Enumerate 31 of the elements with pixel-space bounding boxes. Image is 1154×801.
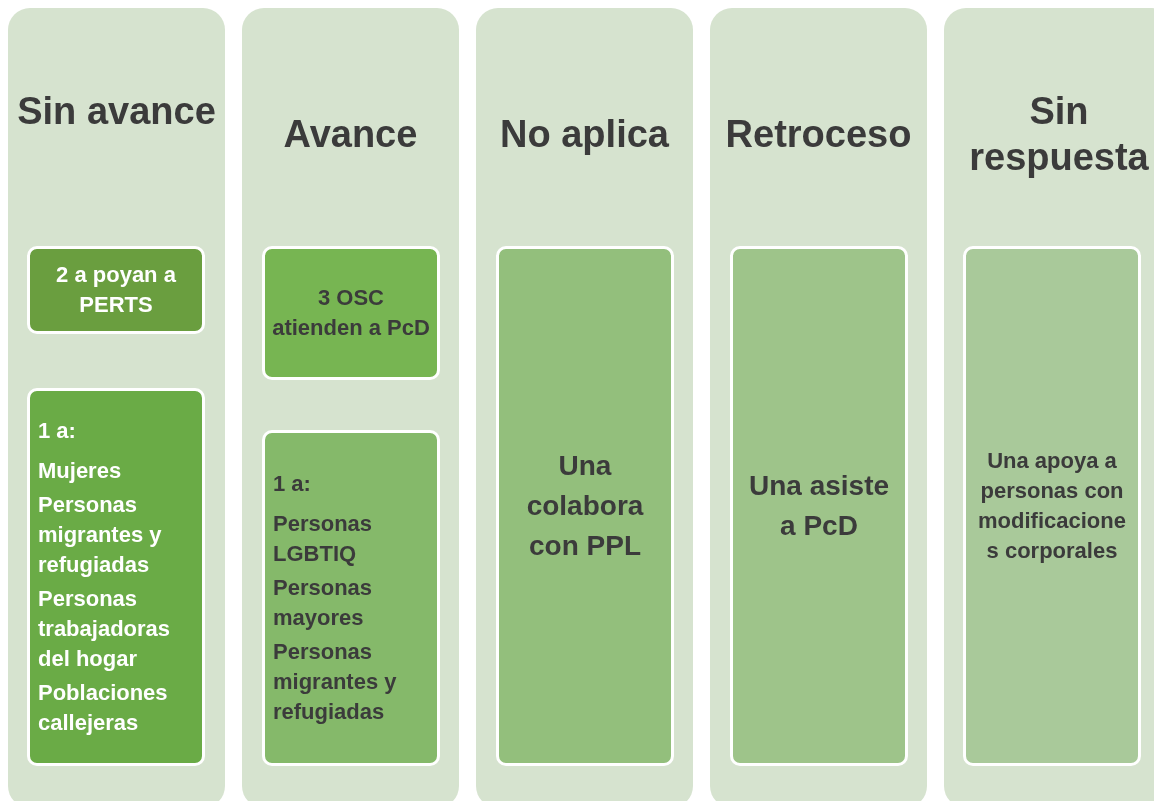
- label-card: [963, 246, 1141, 766]
- column-panel: [8, 8, 225, 801]
- label-card: [496, 246, 674, 766]
- column-heading: Retroceso: [724, 112, 913, 157]
- list-item: Personas migrantes y refugiadas: [273, 638, 398, 726]
- column-panel: [944, 8, 1154, 801]
- card-text: Una apoya a personas con modificaciones corporales: [977, 447, 1127, 565]
- column-panel: [710, 8, 927, 801]
- column-heading: Avance: [282, 112, 419, 157]
- card-text: Una asiste a PcD: [747, 469, 891, 543]
- card-text: Una colabora con PPL: [525, 449, 645, 563]
- list-item: Personas mayores: [273, 574, 374, 632]
- list-item: Mujeres: [38, 457, 123, 485]
- label-card: [262, 246, 440, 380]
- column-panel: [242, 8, 459, 801]
- list-card: [27, 388, 205, 766]
- list-item: Personas migrantes y refugiadas: [38, 491, 163, 579]
- list-card: [262, 430, 440, 766]
- list-item: Personas trabajadoras del hogar: [38, 585, 172, 673]
- list-heading: 1 a:: [273, 470, 312, 498]
- card-text: 2 a poyan a PERTS: [55, 261, 177, 319]
- list-heading: 1 a:: [38, 417, 77, 445]
- column-heading: Sin respuesta: [968, 89, 1150, 180]
- column-heading: Sin avance: [16, 89, 217, 134]
- label-card: [730, 246, 908, 766]
- column-panel: [476, 8, 693, 801]
- card-text: 3 OSC atienden a PcD: [271, 284, 431, 342]
- column-heading: No aplica: [499, 112, 670, 157]
- label-card: [27, 246, 205, 334]
- list-item: Personas LGBTIQ: [273, 510, 374, 568]
- list-item: Poblaciones callejeras: [38, 679, 169, 737]
